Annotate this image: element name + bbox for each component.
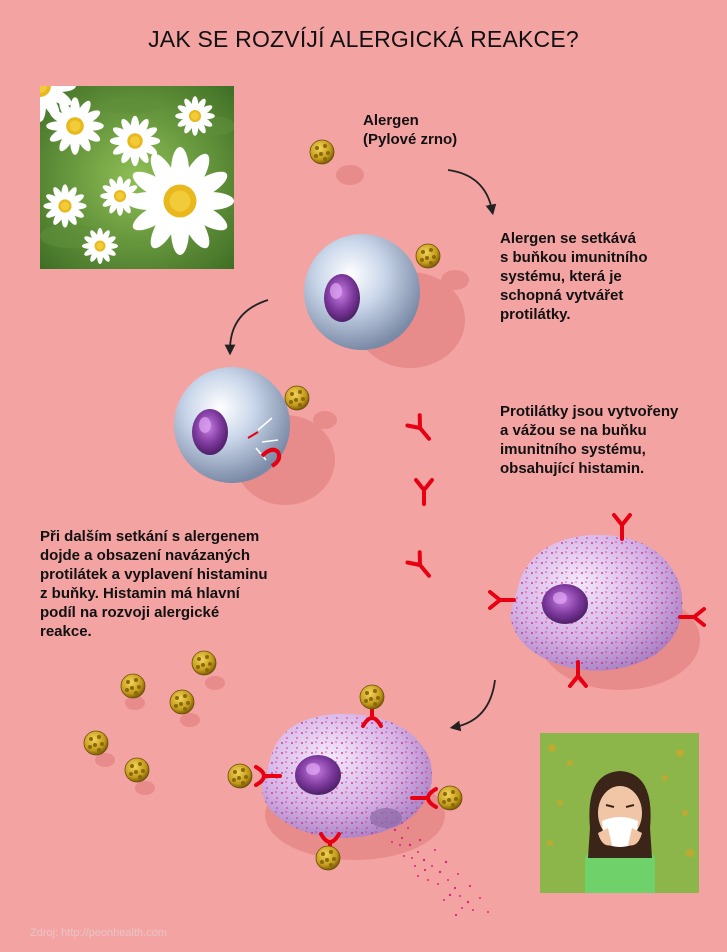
source-credit: Zdroj: http://peonhealth.com xyxy=(30,927,167,939)
step1-text: Alergen se setkává s buňkou imunitního s… xyxy=(500,229,647,324)
immune-cell-2 xyxy=(174,367,290,483)
step3-text: Při dalším setkání s alergenem dojde a o… xyxy=(40,527,268,641)
mast-cell-releasing xyxy=(262,714,432,838)
allergen-label: Alergen (Pylové zrno) xyxy=(363,111,457,149)
mast-cell xyxy=(510,535,682,671)
immune-cell-1 xyxy=(304,234,420,350)
step2-text: Protilátky jsou vytvořeny a vážou se na … xyxy=(500,402,678,478)
pollen-grain xyxy=(310,140,334,164)
